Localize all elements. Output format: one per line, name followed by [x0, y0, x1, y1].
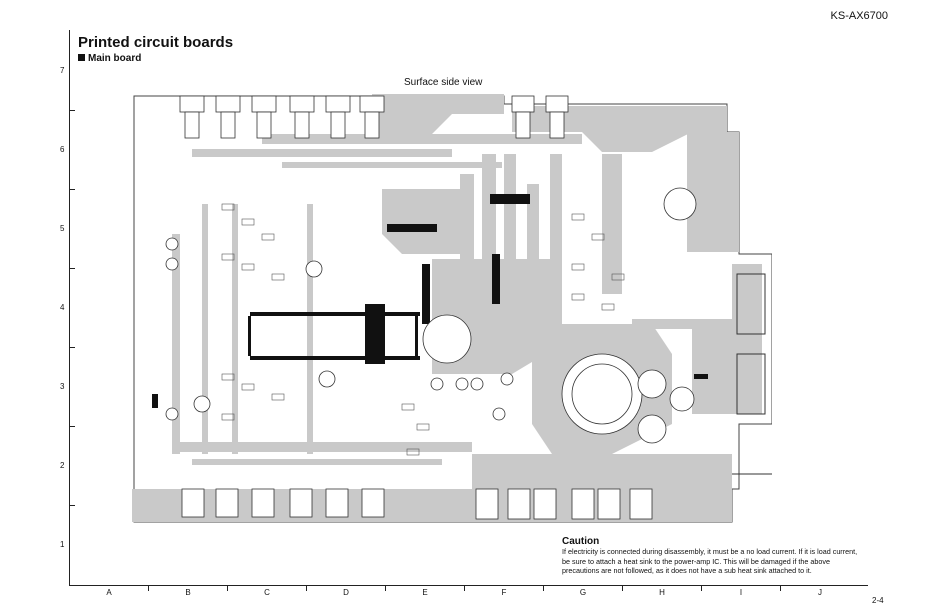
- square-bullet-icon: [78, 54, 85, 61]
- right-connector: [732, 273, 772, 475]
- model-name: KS-AX6700: [830, 10, 888, 22]
- column-label: G: [579, 588, 587, 597]
- heatsink-transistors-bottom: [181, 488, 653, 520]
- row-label: 5: [60, 224, 65, 233]
- column-label: J: [818, 588, 822, 597]
- column-tick: [543, 585, 544, 591]
- row-label: 3: [60, 382, 65, 391]
- row-tick: [69, 505, 75, 506]
- caution-title: Caution: [562, 536, 600, 547]
- small-components: [221, 203, 625, 456]
- row-label: 1: [60, 540, 65, 549]
- heatsink-transistors-top: [179, 95, 569, 139]
- column-tick: [464, 585, 465, 591]
- row-label: 7: [60, 66, 65, 75]
- frame-left-border: [69, 30, 70, 586]
- column-label: F: [501, 588, 507, 597]
- column-label: D: [343, 588, 349, 597]
- section-subtitle: Main board: [78, 53, 141, 64]
- main-board-pcb-drawing: [132, 94, 772, 523]
- page-number: 2-4: [872, 596, 884, 605]
- column-tick: [622, 585, 623, 591]
- subtitle-text: Main board: [88, 53, 142, 64]
- column-tick: [227, 585, 228, 591]
- column-tick: [306, 585, 307, 591]
- ic-chips: [152, 194, 708, 408]
- column-label: C: [264, 588, 270, 597]
- row-label: 4: [60, 303, 65, 312]
- row-tick: [69, 110, 75, 111]
- row-tick: [69, 347, 75, 348]
- column-label: A: [106, 588, 112, 597]
- column-tick: [701, 585, 702, 591]
- column-label: I: [739, 588, 743, 597]
- row-label: 6: [60, 145, 65, 154]
- page-title: Printed circuit boards: [78, 34, 234, 51]
- caution-text: If electricity is connected during disas…: [562, 547, 858, 575]
- row-tick: [69, 268, 75, 269]
- column-tick: [148, 585, 149, 591]
- row-tick: [69, 426, 75, 427]
- column-label: B: [185, 588, 191, 597]
- row-tick: [69, 189, 75, 190]
- frame-bottom-border: [69, 585, 868, 586]
- capacitors: [165, 187, 697, 444]
- row-label: 2: [60, 461, 65, 470]
- column-tick: [385, 585, 386, 591]
- column-label: H: [659, 588, 665, 597]
- column-tick: [780, 585, 781, 591]
- column-label: E: [422, 588, 428, 597]
- view-label: Surface side view: [404, 77, 483, 88]
